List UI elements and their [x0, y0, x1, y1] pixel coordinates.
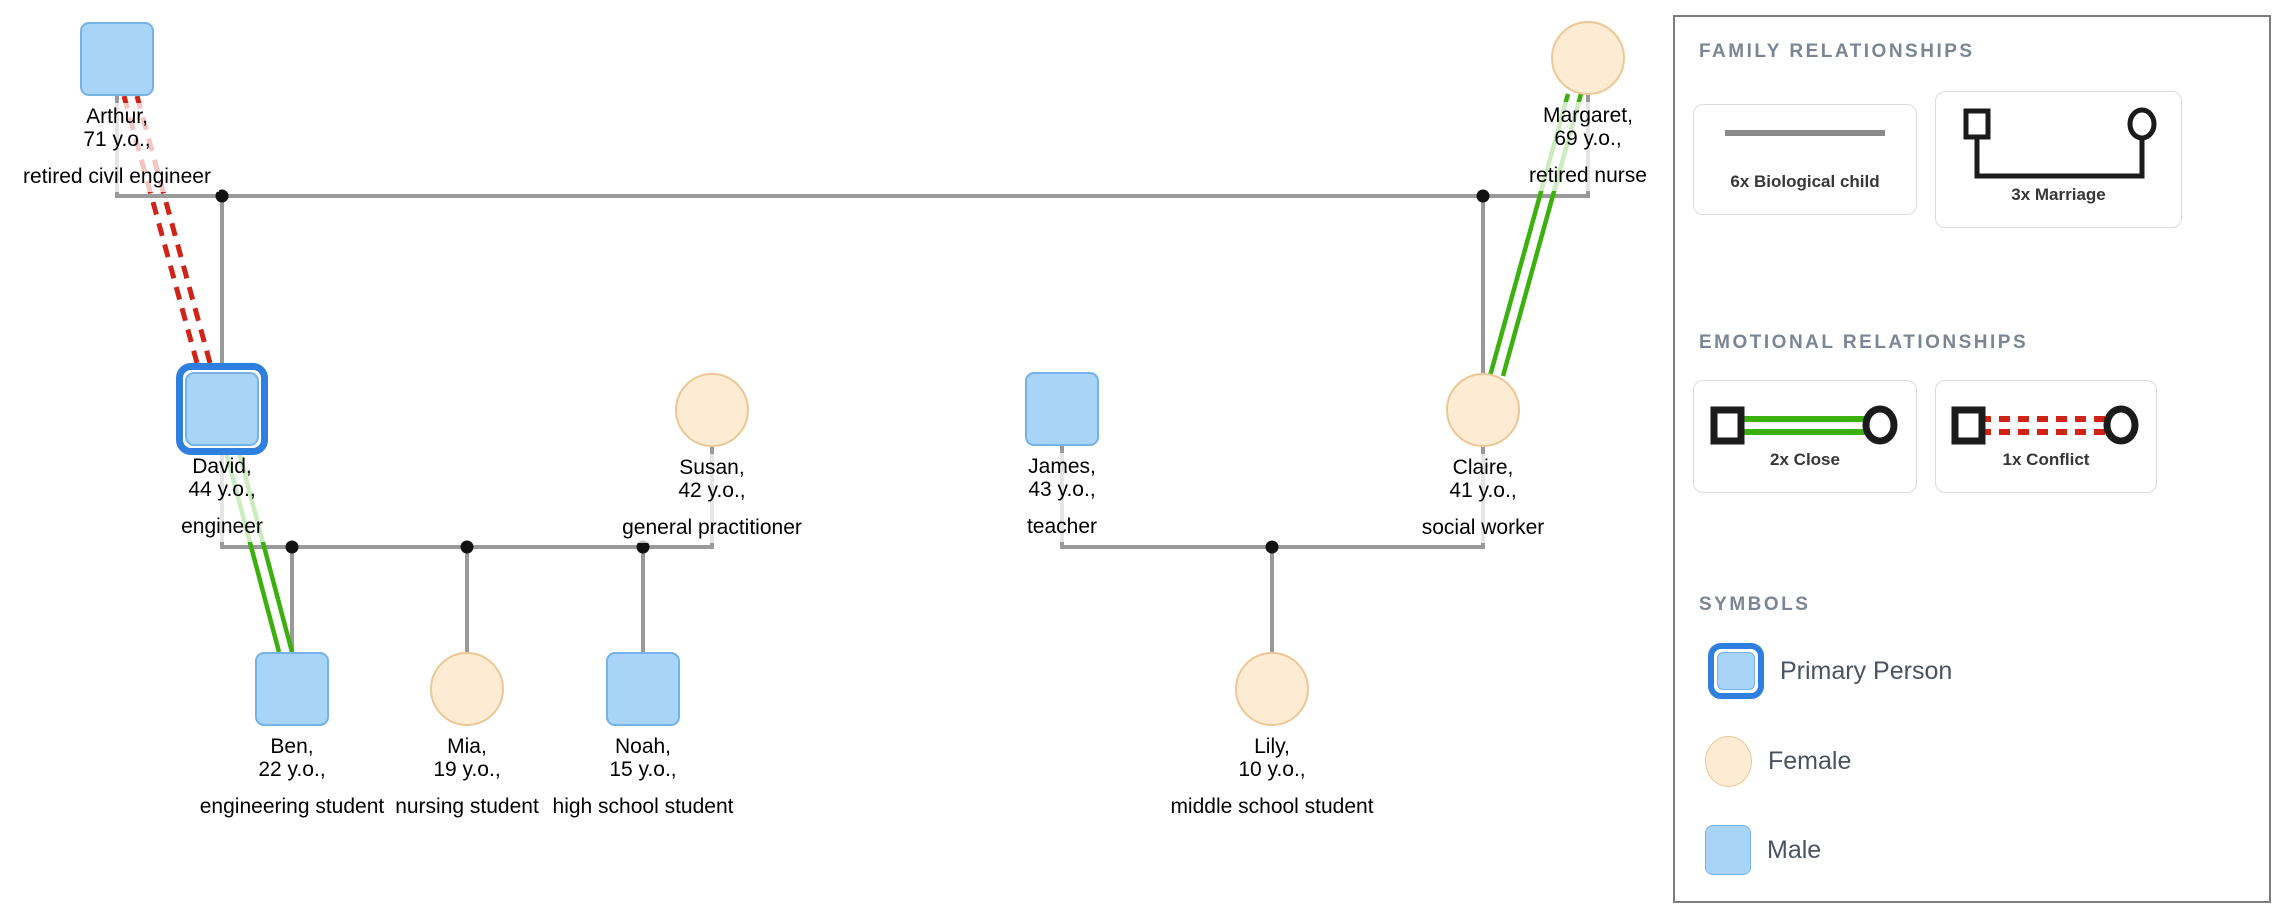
emotional-relationships-title: EMOTIONAL RELATIONSHIPS — [1699, 332, 2029, 353]
person-label-ben: Ben,22 y.o.,engineering student — [191, 733, 393, 822]
person-label-noah: Noah,15 y.o.,high school student — [544, 733, 742, 822]
legend-panel: FAMILY RELATIONSHIPS 6x Biological child… — [1673, 15, 2271, 903]
person-node-susan[interactable] — [675, 373, 749, 447]
person-label-susan: Susan,42 y.o.,general practitioner — [614, 454, 810, 543]
legend-symbol-primary-person: Primary Person — [1708, 643, 1952, 699]
female-icon — [1705, 736, 1752, 787]
person-node-margaret[interactable] — [1551, 21, 1625, 95]
person-label-margaret: Margaret,69 y.o.,retired nurse — [1521, 102, 1655, 191]
symbols-title: SYMBOLS — [1699, 594, 1811, 615]
junction-dot-ben — [285, 540, 299, 554]
marriage-line-icon — [1963, 107, 2156, 179]
legend-card-biological-child: 6x Biological child — [1693, 104, 1917, 215]
biological-child-line-icon — [1725, 130, 1885, 136]
person-node-noah[interactable] — [606, 652, 680, 726]
male-icon — [1705, 825, 1751, 875]
person-label-claire: Claire,41 y.o.,social worker — [1413, 454, 1553, 543]
conflict-line-icon — [1951, 405, 2139, 445]
person-node-lily[interactable] — [1235, 652, 1309, 726]
junction-dot-noah — [636, 540, 650, 554]
person-label-arthur: Arthur,71 y.o.,retired civil engineer — [15, 103, 219, 192]
legend-symbol-male: Male — [1705, 825, 1821, 875]
junction-dot-lily — [1265, 540, 1279, 554]
legend-symbol-female: Female — [1705, 736, 1851, 787]
person-node-ben[interactable] — [255, 652, 329, 726]
male-label: Male — [1767, 835, 1822, 864]
primary-person-ring-david[interactable] — [176, 363, 268, 455]
close-label: 2x Close — [1770, 450, 1840, 469]
person-node-arthur[interactable] — [80, 22, 154, 96]
female-label: Female — [1768, 747, 1852, 775]
person-label-lily: Lily,10 y.o.,middle school student — [1162, 733, 1382, 822]
person-label-david: David,44 y.o.,engineer — [173, 453, 271, 542]
junction-dot-mia — [460, 540, 474, 554]
junction-dot-david — [215, 189, 229, 203]
junction-dot-claire — [1476, 189, 1490, 203]
marriage-label: 3x Marriage — [2011, 185, 2106, 204]
person-node-james[interactable] — [1025, 372, 1099, 446]
conflict-label: 1x Conflict — [2002, 450, 2090, 469]
primary-person-label: Primary Person — [1780, 656, 1953, 685]
biological-child-label: 6x Biological child — [1730, 172, 1880, 191]
family-relationships-title: FAMILY RELATIONSHIPS — [1699, 41, 1975, 62]
legend-card-conflict: 1x Conflict — [1935, 380, 2157, 493]
primary-person-icon — [1708, 643, 1764, 699]
marriage-line-arthur-margaret — [115, 95, 1590, 198]
person-label-james: James,43 y.o.,teacher — [1018, 453, 1106, 542]
legend-card-marriage: 3x Marriage — [1935, 91, 2182, 228]
close-line-icon — [1710, 405, 1898, 445]
person-label-mia: Mia,19 y.o.,nursing student — [387, 733, 547, 822]
person-node-claire[interactable] — [1446, 373, 1520, 447]
person-node-david[interactable] — [185, 372, 259, 446]
person-node-mia[interactable] — [430, 652, 504, 726]
legend-card-close: 2x Close — [1693, 380, 1917, 493]
